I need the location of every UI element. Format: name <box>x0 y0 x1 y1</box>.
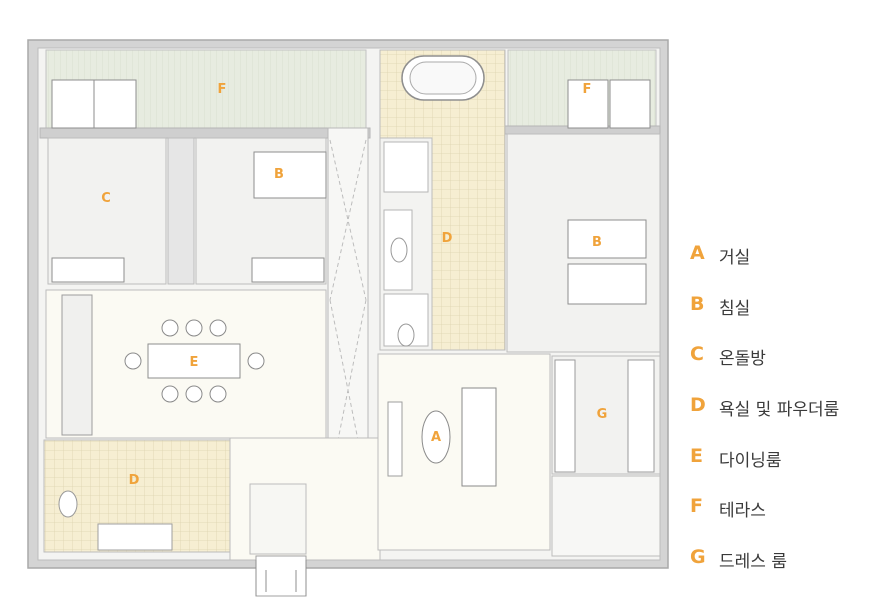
legend-text: 온돌방 <box>719 349 766 370</box>
basin <box>390 237 408 263</box>
label-ondol: C <box>101 191 111 206</box>
living-sofa <box>461 387 497 487</box>
label-terrace-right: F <box>583 82 592 97</box>
legend-text: 드레스 룸 <box>719 552 787 573</box>
legend-text: 다이닝룸 <box>719 450 782 471</box>
entry-door-frame <box>255 555 307 597</box>
dining-chairs <box>124 319 265 403</box>
lounger-4 <box>609 79 651 129</box>
label-bath-bottom: D <box>129 473 140 488</box>
legend: A 거실 B 침실 C 온돌방 D 욕실 및 파우더룸 E 다이닝룸 F 테라스… <box>690 242 880 597</box>
sliding-door-corridor <box>167 137 195 285</box>
legend-item-g: G 드레스 룸 <box>690 546 880 597</box>
label-dress: G <box>597 407 608 422</box>
wall-band <box>39 127 371 139</box>
central-corridor <box>327 127 369 484</box>
legend-text: 욕실 및 파우더룸 <box>719 400 840 421</box>
entry-floor <box>249 483 307 555</box>
toilet-bottom <box>397 323 415 347</box>
legend-letter: A <box>690 242 705 264</box>
wc-top <box>383 141 429 193</box>
legend-text: 테라스 <box>719 501 766 522</box>
entry-door <box>255 560 307 596</box>
dining-table <box>147 343 241 379</box>
label-bedroom-right: B <box>592 235 602 250</box>
label-living: A <box>431 430 441 445</box>
legend-item-b: B 침실 <box>690 293 880 344</box>
legend-item-c: C 온돌방 <box>690 343 880 394</box>
legend-letter: G <box>690 546 706 569</box>
bed-right-2 <box>567 263 647 305</box>
label-bath-top: D <box>442 231 453 246</box>
lounger-1 <box>51 79 95 129</box>
lounger-2 <box>93 79 137 129</box>
legend-text: 침실 <box>719 298 751 319</box>
dress-rack-left <box>554 359 576 473</box>
lounger-3 <box>567 79 609 129</box>
legend-letter: F <box>690 495 703 518</box>
label-bedroom-left: B <box>274 167 284 182</box>
legend-item-f: F 테라스 <box>690 495 880 546</box>
legend-letter: C <box>690 343 704 366</box>
legend-item-a: A 거실 <box>690 242 880 293</box>
dress-rack-right <box>627 359 655 473</box>
label-dining: E <box>190 355 199 370</box>
bath-bottom-vanity <box>97 523 173 551</box>
bed-left <box>253 151 327 199</box>
legend-item-d: D 욕실 및 파우더룸 <box>690 394 880 445</box>
kitchen-counter <box>61 294 93 436</box>
legend-letter: E <box>690 444 703 467</box>
living-tv-wall <box>387 401 403 477</box>
legend-letter: D <box>690 394 706 417</box>
legend-item-e: E 다이닝룸 <box>690 445 880 496</box>
legend-letter: B <box>690 292 705 315</box>
toilet-bottom-left <box>58 490 78 518</box>
bed-right-1 <box>567 219 647 259</box>
utility-room <box>551 475 661 557</box>
floor-mattress-1 <box>51 257 125 283</box>
living-coffee-table <box>421 410 451 464</box>
bathtub-inner <box>409 61 477 95</box>
floor-mattress-2 <box>251 257 325 283</box>
legend-text: 거실 <box>719 248 751 268</box>
label-terrace-left: F <box>218 82 227 97</box>
